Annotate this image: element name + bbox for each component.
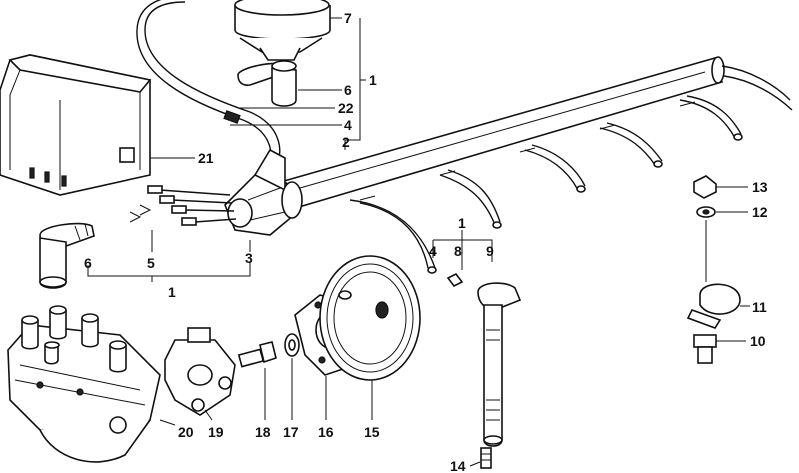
spark-plug-lead-assembly bbox=[446, 272, 522, 469]
stud-bolt bbox=[693, 334, 717, 364]
small-terminal-leads bbox=[129, 185, 237, 226]
callout-5: 5 bbox=[147, 255, 155, 271]
callout-9: 9 bbox=[486, 243, 494, 259]
callout-21: 21 bbox=[198, 150, 214, 166]
bolt bbox=[237, 341, 277, 368]
callout-11: 11 bbox=[752, 299, 767, 315]
callout-7: 7 bbox=[344, 10, 352, 26]
spark-plug-wires bbox=[349, 65, 793, 274]
control-unit-cover bbox=[0, 54, 152, 196]
callout-16: 16 bbox=[318, 424, 334, 440]
cap-nut bbox=[693, 175, 717, 199]
bracket-rotor bbox=[164, 327, 236, 416]
callout-6: 6 bbox=[344, 82, 352, 98]
callout-1: 1 bbox=[168, 284, 176, 300]
callout-15: 15 bbox=[364, 424, 380, 440]
callout-18: 18 bbox=[255, 424, 271, 440]
plug-connector-top bbox=[237, 60, 297, 107]
ignition-lead-conduit bbox=[268, 56, 725, 213]
distributor-cap bbox=[7, 305, 161, 463]
callout-10: 10 bbox=[750, 333, 766, 349]
callout-6: 6 bbox=[84, 255, 92, 271]
callout-12: 12 bbox=[752, 204, 768, 220]
callout-22: 22 bbox=[338, 100, 354, 116]
callout-4: 4 bbox=[429, 243, 437, 259]
callout-1: 1 bbox=[458, 215, 466, 231]
callout-20: 20 bbox=[178, 424, 194, 440]
plug-connector-left bbox=[39, 222, 95, 289]
callout-17: 17 bbox=[283, 424, 299, 440]
rubber-boot bbox=[234, 0, 331, 61]
washer bbox=[284, 333, 300, 357]
coil-lead bbox=[136, 0, 281, 176]
callout-2: 2 bbox=[342, 134, 350, 150]
junction-boot bbox=[224, 148, 303, 236]
callout-4: 4 bbox=[344, 117, 352, 133]
callout-8: 8 bbox=[454, 243, 462, 259]
pulley bbox=[319, 255, 421, 381]
callout-19: 19 bbox=[208, 424, 224, 440]
callout-3: 3 bbox=[245, 250, 253, 266]
callout-13: 13 bbox=[752, 179, 768, 195]
clamp-clip bbox=[686, 283, 741, 329]
small-washer bbox=[696, 206, 716, 218]
leader-lines bbox=[87, 17, 750, 467]
callout-14: 14 bbox=[450, 458, 466, 473]
callout-numbers: 7 1 6 22 4 2 21 1 4 8 9 13 12 6 5 3 1 11… bbox=[84, 10, 768, 473]
callout-1: 1 bbox=[369, 72, 377, 88]
